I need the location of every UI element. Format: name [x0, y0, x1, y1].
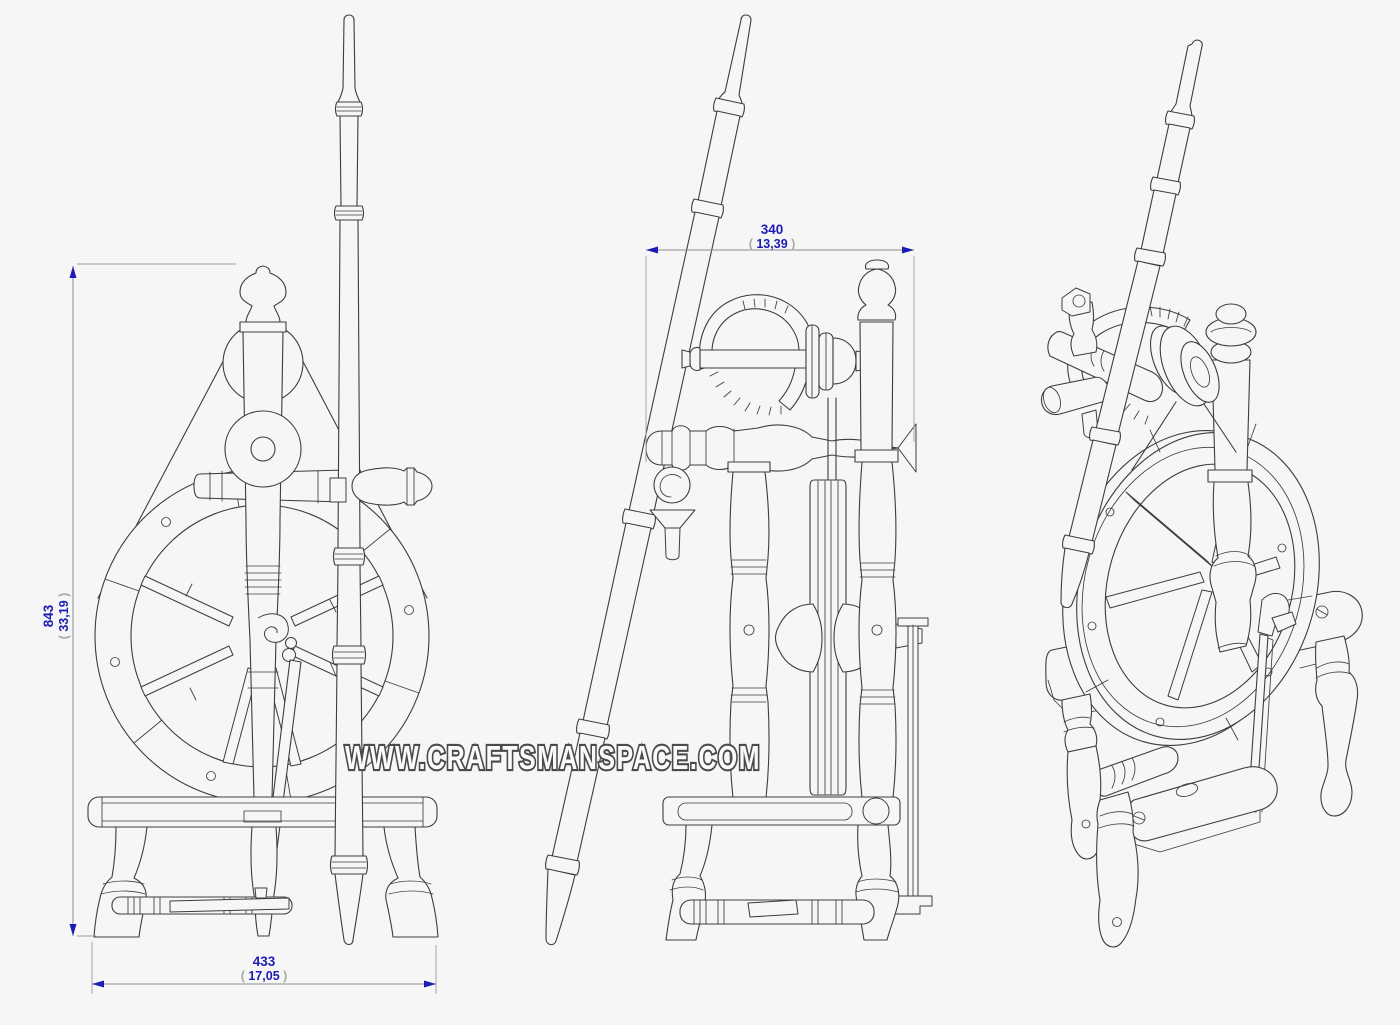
dimension-arrow-icon [69, 266, 77, 278]
wheel-handle [351, 467, 433, 506]
depth-dimension-mm: 340 [761, 222, 784, 237]
iso-right-leg [1315, 635, 1359, 817]
iso-foot-left [1066, 745, 1104, 860]
mother-of-all [645, 423, 917, 473]
iso-post [1205, 303, 1257, 653]
iso-left-knob [1040, 376, 1110, 416]
iso-drive-band [1131, 401, 1237, 471]
height-dimension-mm: 843 [41, 604, 56, 627]
flyer [681, 294, 815, 416]
spindle-shaft [699, 349, 809, 369]
rear-post-finial [857, 268, 897, 321]
height-dimension-inches: ( 33,19 ) [57, 593, 71, 640]
hub-hole [250, 436, 276, 462]
depth-dimension-inches: ( 13,39 ) [749, 237, 796, 251]
flyer-hooks [709, 298, 789, 416]
depth-dimension: 340 ( 13,39 ) [645, 222, 915, 462]
iso-distaff [1060, 39, 1203, 609]
front-legs [93, 826, 439, 938]
dimension-arrow-icon [92, 980, 104, 988]
spindle-tip [689, 346, 701, 372]
dimension-arrow-icon [646, 246, 658, 254]
front-treadle [111, 887, 293, 915]
isometric-view-drawing [1040, 39, 1363, 948]
front-distaff [329, 14, 369, 946]
side-wheel-edge [774, 479, 923, 796]
side-hub-left [774, 603, 823, 673]
height-dimension: 843 ( 33,19 ) [41, 263, 236, 937]
tension-knob [649, 466, 696, 561]
width-dimension: 433 ( 17,05 ) [91, 942, 437, 994]
tension-rod [889, 617, 933, 915]
front-bench [87, 796, 438, 828]
iso-treadle [1091, 746, 1278, 853]
iso-whorl [1149, 325, 1220, 407]
width-dimension-inches: ( 17,05 ) [241, 969, 288, 983]
whorl [805, 324, 867, 399]
side-bench [662, 796, 901, 826]
iso-foot-front [1096, 791, 1139, 948]
footman-link [285, 637, 297, 649]
footman-link-lower [282, 648, 296, 662]
front-finial [239, 265, 287, 323]
side-view-drawing [545, 14, 933, 946]
width-dimension-mm: 433 [253, 954, 276, 969]
side-rear-post [854, 259, 899, 799]
crank-hook [257, 613, 289, 643]
iso-flyer-assembly [1040, 287, 1237, 471]
side-drive-band [827, 397, 837, 481]
front-view-drawing [87, 14, 439, 946]
dimension-arrow-icon [902, 246, 914, 254]
watermark-text: WWW.CRAFTSMANSPACE.COM [345, 739, 761, 776]
distaff-bracket [329, 477, 347, 503]
iso-left-legs [1061, 693, 1139, 948]
tension-screw-cone [897, 423, 917, 473]
dimension-arrow-icon [424, 980, 436, 988]
side-treadle [679, 899, 875, 925]
dimension-arrow-icon [69, 924, 77, 936]
